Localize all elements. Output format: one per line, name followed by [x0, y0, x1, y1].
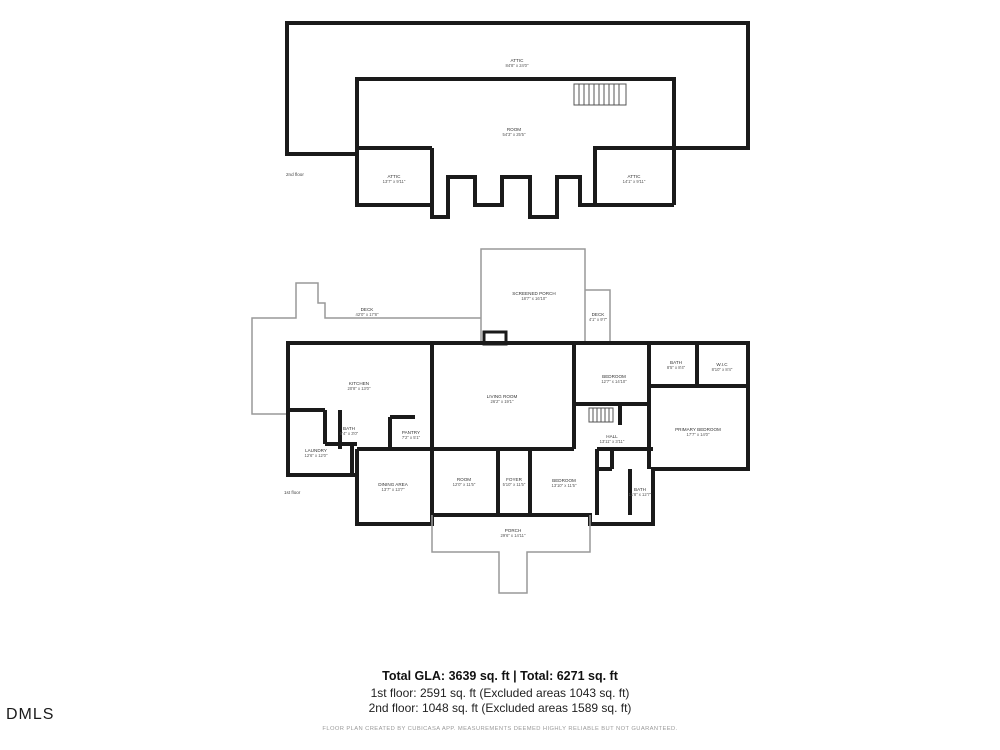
- room-dims: 13'11" x 3'11": [600, 439, 625, 444]
- room-name: DECK: [592, 312, 606, 317]
- room-dims: 14'1" x 9'11": [623, 179, 646, 184]
- room-name: LIVING ROOM: [487, 394, 518, 399]
- room-dims: 12'0" x 11'5": [453, 482, 476, 487]
- room-dims: 42'0" x 17'8": [356, 312, 379, 317]
- first-floor-plan: 1st floor DECK 42'0" x 17'8" SCREENED PO…: [251, 248, 750, 594]
- room-name: BATH: [670, 360, 682, 365]
- room-name: PRIMARY BEDROOM: [675, 427, 721, 432]
- room-dims: 7'2" x 5'1": [402, 435, 421, 440]
- room-dims: 12'7" x 14'10": [601, 379, 627, 384]
- room-name: BATH: [634, 487, 646, 492]
- interior-walls: [288, 343, 748, 515]
- deck-right-outline: [585, 289, 611, 343]
- room-name: PANTRY: [402, 430, 420, 435]
- room-name: BEDROOM: [602, 374, 626, 379]
- second-floor-area: 2nd floor: 1048 sq. ft (Excluded areas 1…: [368, 701, 632, 715]
- screened-porch-outline: [480, 248, 586, 343]
- room-name: ATTIC: [388, 174, 402, 179]
- stairs-icon: [588, 407, 614, 423]
- room-dims: 54'3" x 25'5": [503, 132, 526, 137]
- room-dims: 5'4" x 3'0": [340, 431, 359, 436]
- room-name: PORCH: [505, 528, 522, 533]
- disclaimer: FLOOR PLAN CREATED BY CUBICASA APP. MEAS…: [322, 726, 678, 732]
- room-name: FOYER: [506, 477, 523, 482]
- deck-outline: [251, 282, 481, 415]
- room-name: ATTIC: [628, 174, 642, 179]
- room-dims: 5'10" x 11'5": [503, 482, 526, 487]
- first-floor-area: 1st floor: 2591 sq. ft (Excluded areas 1…: [370, 686, 630, 700]
- room-name: BATH: [343, 426, 355, 431]
- room-dims: 29'6" x 14'11": [501, 533, 526, 538]
- room-name: ROOM: [457, 477, 471, 482]
- room-name: BEDROOM: [552, 478, 576, 483]
- stairs-icon: [573, 83, 627, 106]
- room-name: ROOM: [507, 127, 521, 132]
- room-dims: 13'7" x 13'7": [382, 487, 405, 492]
- room-name: W.I.C: [716, 362, 728, 367]
- room-dims: 26'2" x 19'1": [491, 399, 514, 404]
- room-dims: 4'1" x 9'7": [589, 317, 608, 322]
- room-name: HALL: [606, 434, 618, 439]
- room-name: DINING AREA: [378, 482, 409, 487]
- room-name: LAUNDRY: [305, 448, 327, 453]
- room-name: SCREENED PORCH: [512, 291, 555, 296]
- second-floor-label: 2nd floor: [286, 172, 304, 177]
- room-dims: 84'8" x 24'0": [506, 63, 529, 68]
- room-name: DECK: [361, 307, 375, 312]
- attic-outline: [285, 21, 750, 156]
- room-name: ATTIC: [511, 58, 525, 63]
- second-floor-plan: 2nd floor ATTIC 84'8" x 24'0" ROOM 54'3"…: [285, 21, 750, 219]
- dmls-logo: DMLS: [6, 706, 55, 723]
- room-dims: 13'10" x 11'5": [552, 483, 577, 488]
- room-dims: 11'8" x 12'7": [629, 492, 652, 497]
- room-dims: 12'6" x 12'0": [305, 453, 328, 458]
- room-dims: 8'10" x 8'4": [712, 367, 733, 372]
- room-dims: 13'7" x 9'11": [383, 179, 406, 184]
- room-name: KITCHEN: [349, 381, 369, 386]
- room-dims: 17'7" x 14'0": [687, 432, 710, 437]
- first-floor-label: 1st floor: [284, 490, 301, 495]
- total-area: Total GLA: 3639 sq. ft | Total: 6271 sq.…: [382, 669, 618, 683]
- room-dims: 20'8" x 13'0": [348, 386, 371, 391]
- room-dims: 8'5" x 8'4": [667, 365, 686, 370]
- room-dims: 18'7" x 16'10": [521, 296, 547, 301]
- porch-outline: [431, 515, 591, 594]
